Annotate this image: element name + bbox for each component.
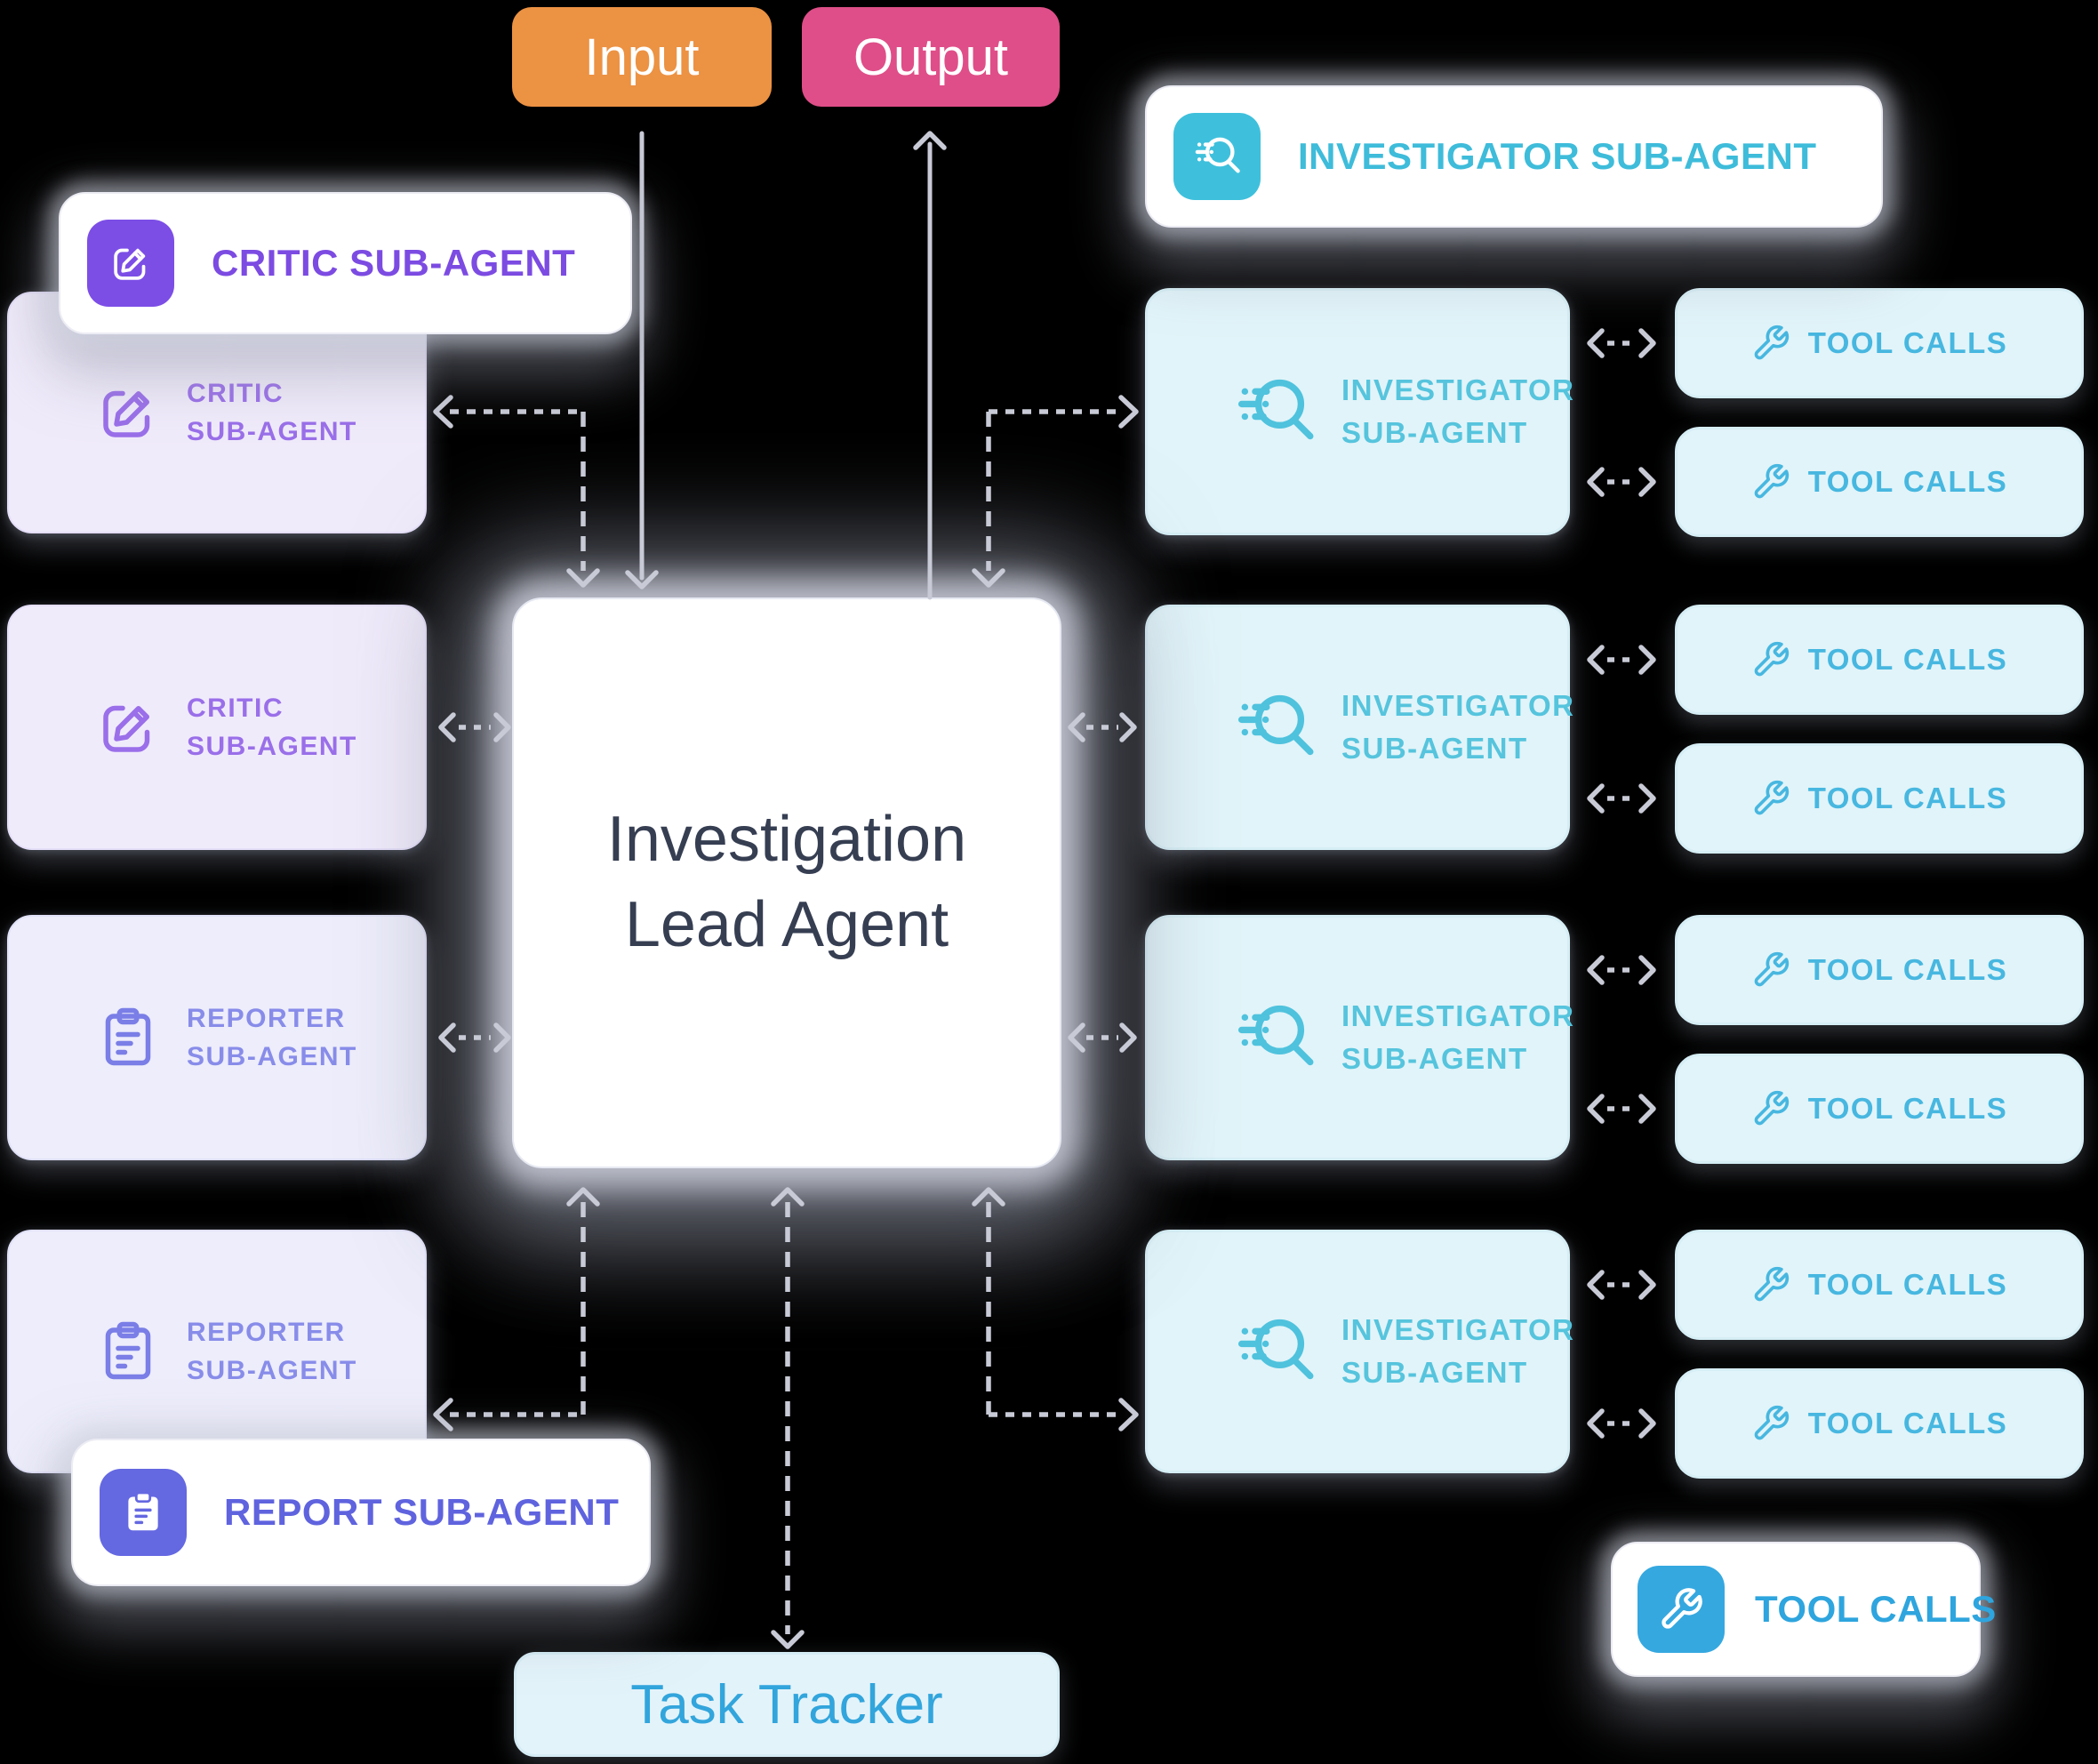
output-node: Output (802, 7, 1060, 107)
investigator-box-label: INVESTIGATOR SUB-AGENT (1341, 1313, 1575, 1389)
arrow-lead-task-tracker (771, 1187, 805, 1649)
tool-calls-callout: TOOL CALLS (1611, 1542, 1996, 1677)
wrench-icon (1638, 1566, 1725, 1653)
tool-calls-label: TOOL CALLS (1807, 643, 2008, 676)
investigator-box-label: INVESTIGATOR SUB-AGENT (1341, 373, 1575, 449)
investigator-callout: INVESTIGATOR SUB-AGENT (1145, 85, 1883, 228)
tool-calls-pill-5: TOOL CALLS (1675, 915, 2084, 1025)
wrench-icon (1751, 462, 1790, 501)
tool-calls-pill-2: TOOL CALLS (1675, 427, 2084, 537)
arrow-tool-link-8 (1587, 1408, 1656, 1439)
edit-icon (92, 377, 164, 448)
wrench-icon (1751, 1265, 1790, 1304)
arrow-lead-investigator-2 (1068, 712, 1137, 742)
tool-calls-label: TOOL CALLS (1807, 1268, 2008, 1301)
arrow-tool-link-7 (1587, 1270, 1656, 1300)
arrow-tool-link-1 (1587, 328, 1656, 358)
arrow-lead-investigator-4 (972, 1187, 1139, 1431)
critic-callout: CRITIC SUB-AGENT (59, 192, 632, 334)
tool-calls-label: TOOL CALLS (1807, 465, 2008, 498)
tool-calls-label: TOOL CALLS (1807, 953, 2008, 986)
arrow-tool-link-2 (1587, 467, 1656, 497)
arrow-tool-link-5 (1587, 955, 1656, 985)
tool-calls-label: TOOL CALLS (1807, 1092, 2008, 1125)
report-callout: REPORT SUB-AGENT (71, 1439, 651, 1586)
wrench-icon (1751, 640, 1790, 679)
tool-calls-pill-6: TOOL CALLS (1675, 1054, 2084, 1164)
investigator-box-label: INVESTIGATOR SUB-AGENT (1341, 689, 1575, 765)
critic-callout-label: CRITIC SUB-AGENT (212, 242, 576, 284)
reporter-box-2: REPORTER SUB-AGENT (7, 1230, 427, 1473)
arrow-lead-reporter-1 (438, 1022, 511, 1053)
arrow-lead-reporter-2 (433, 1187, 600, 1431)
input-node: Input (512, 7, 772, 107)
clipboard-icon (92, 1002, 164, 1073)
clipboard-icon (100, 1469, 187, 1556)
search-icon (1231, 1308, 1318, 1395)
report-callout-label: REPORT SUB-AGENT (224, 1491, 620, 1533)
tool-calls-callout-label: TOOL CALLS (1755, 1588, 1997, 1630)
tool-calls-pill-7: TOOL CALLS (1675, 1230, 2084, 1340)
critic-box-2: CRITIC SUB-AGENT (7, 605, 427, 850)
arrow-tool-link-3 (1587, 645, 1656, 675)
tool-calls-label: TOOL CALLS (1807, 326, 2008, 359)
wrench-icon (1751, 1089, 1790, 1128)
clipboard-icon (92, 1316, 164, 1387)
wrench-icon (1751, 1404, 1790, 1443)
lead-agent-node: Investigation Lead Agent (512, 597, 1061, 1168)
task-tracker-node: Task Tracker (514, 1652, 1060, 1757)
tool-calls-label: TOOL CALLS (1807, 1407, 2008, 1439)
critic-box-label: CRITIC SUB-AGENT (187, 693, 357, 762)
tool-calls-pill-1: TOOL CALLS (1675, 288, 2084, 398)
reporter-box-label: REPORTER SUB-AGENT (187, 1317, 357, 1386)
edit-icon (92, 692, 164, 763)
tool-calls-pill-3: TOOL CALLS (1675, 605, 2084, 715)
tool-calls-pill-8: TOOL CALLS (1675, 1368, 2084, 1479)
arrow-tool-link-6 (1587, 1094, 1656, 1124)
tool-calls-pill-4: TOOL CALLS (1675, 743, 2084, 854)
arrow-lead-investigator-3 (1068, 1022, 1137, 1053)
investigator-box-2: INVESTIGATOR SUB-AGENT (1145, 605, 1574, 850)
search-icon (1231, 994, 1318, 1081)
investigator-box-label: INVESTIGATOR SUB-AGENT (1341, 999, 1575, 1075)
task-tracker-label: Task Tracker (630, 1673, 943, 1736)
search-icon (1173, 113, 1261, 200)
critic-box-label: CRITIC SUB-AGENT (187, 378, 357, 447)
output-label: Output (853, 28, 1009, 86)
arrow-input-to-lead (625, 131, 659, 589)
reporter-box-1: REPORTER SUB-AGENT (7, 915, 427, 1160)
investigator-callout-label: INVESTIGATOR SUB-AGENT (1298, 135, 1817, 177)
investigator-box-4: INVESTIGATOR SUB-AGENT (1145, 1230, 1574, 1473)
tool-calls-label: TOOL CALLS (1807, 782, 2008, 814)
arrow-tool-link-4 (1587, 783, 1656, 814)
lead-agent-label: Investigation Lead Agent (606, 804, 967, 960)
wrench-icon (1751, 324, 1790, 363)
arrow-lead-investigator-1 (972, 395, 1139, 588)
search-icon (1231, 368, 1318, 455)
input-label: Input (584, 28, 700, 86)
edit-icon (87, 220, 174, 307)
search-icon (1231, 684, 1318, 771)
arrow-lead-critic-1 (433, 395, 600, 588)
arrow-lead-to-output (913, 131, 947, 600)
arrow-lead-critic-2 (438, 712, 511, 742)
investigator-box-1: INVESTIGATOR SUB-AGENT (1145, 288, 1574, 535)
wrench-icon (1751, 950, 1790, 990)
investigator-box-3: INVESTIGATOR SUB-AGENT (1145, 915, 1574, 1160)
wrench-icon (1751, 779, 1790, 818)
reporter-box-label: REPORTER SUB-AGENT (187, 1003, 357, 1072)
